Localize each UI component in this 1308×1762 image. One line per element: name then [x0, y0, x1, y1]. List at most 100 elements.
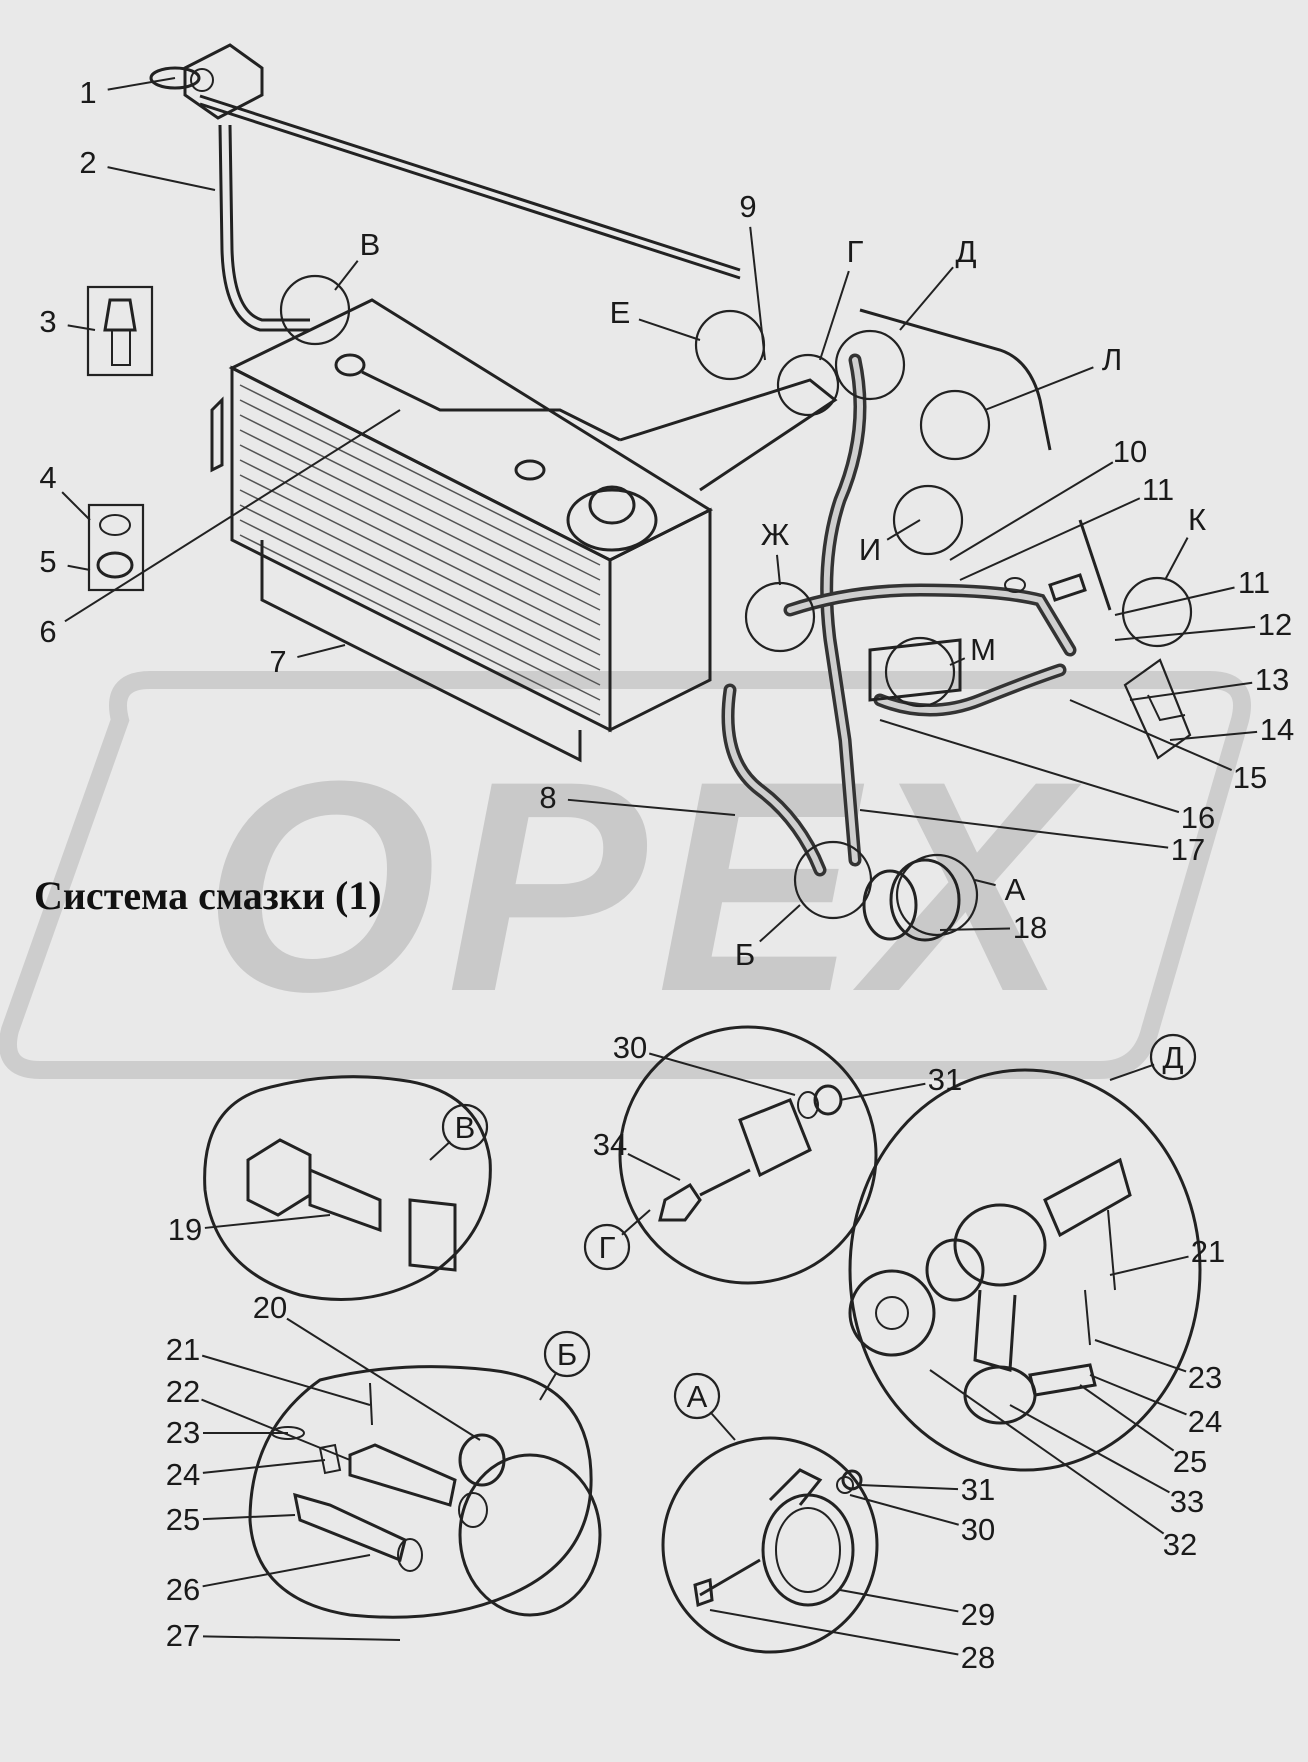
pipe-loop	[149, 66, 201, 90]
callout-circle-i	[892, 484, 964, 556]
detail-letter-circle	[543, 1330, 591, 1378]
detail-part-number: 33	[1170, 1484, 1204, 1519]
view-letter-label: И	[859, 532, 881, 567]
part-number-label: 6	[39, 614, 56, 649]
detail-a-clamp-inner	[775, 1507, 841, 1593]
detail-b-clip	[318, 1443, 342, 1475]
nut-5	[96, 551, 134, 579]
leader-line	[67, 564, 91, 571]
bolt-3	[103, 298, 137, 332]
detail-g-nut	[813, 1084, 843, 1116]
leader-line	[959, 497, 1141, 581]
detail-b-banjo	[458, 1433, 506, 1487]
leader-line	[638, 318, 701, 341]
detail-part-number: 31	[928, 1062, 962, 1097]
part-number-label: 7	[269, 644, 286, 679]
detail-a-outline	[661, 1436, 879, 1654]
leader-line	[849, 1494, 959, 1526]
detail-view-letter: Б	[557, 1337, 577, 1372]
detail-part-number: 25	[1173, 1444, 1207, 1479]
part-number-label: 15	[1233, 760, 1267, 795]
callout-circle-a	[895, 853, 979, 937]
leader-line	[107, 77, 176, 91]
leader-line	[567, 798, 736, 816]
leader-line	[879, 719, 1180, 814]
detail-part-number: 31	[961, 1472, 995, 1507]
leader-line	[286, 1317, 481, 1441]
detail-part-number: 29	[961, 1597, 995, 1632]
callout-circle-d	[834, 329, 906, 401]
part-number-label: 17	[1171, 832, 1205, 867]
tank-base	[260, 540, 582, 763]
detail-g-clamp	[738, 1098, 812, 1178]
detail-d-stem	[973, 1289, 1017, 1372]
leader-line	[202, 1459, 326, 1474]
top-pipe-inner	[199, 102, 741, 280]
detail-d-bolt	[1043, 1157, 1132, 1238]
tank-fitting	[334, 353, 366, 377]
detail-part-number: 20	[253, 1290, 287, 1325]
washer-4	[99, 514, 131, 536]
part-number-label: 4	[39, 460, 56, 495]
view-letter-label: Г	[847, 234, 864, 269]
callout-circle-zh	[744, 581, 816, 653]
leader-line	[949, 657, 966, 666]
part-number-label: 16	[1181, 800, 1215, 835]
vertical-pipe-inner	[228, 124, 310, 322]
leader-line	[67, 324, 96, 331]
leader-line	[64, 409, 401, 623]
detail-view-letter: А	[687, 1379, 708, 1414]
leader-line	[859, 809, 1169, 849]
detail-a-screw-head	[693, 1577, 714, 1608]
detail-a-nut	[841, 1469, 863, 1491]
part-number-label: 9	[739, 189, 756, 224]
leader-line	[749, 226, 766, 361]
detail-part-number: 24	[1188, 1404, 1222, 1439]
leader-line	[974, 879, 996, 887]
detail-d-cotter	[1084, 1289, 1091, 1346]
detail-v-nut	[246, 1138, 312, 1217]
detail-part-number: 23	[1188, 1360, 1222, 1395]
right-rail	[859, 308, 1052, 451]
part-number-label: 18	[1013, 910, 1047, 945]
detail-part-number: 30	[961, 1512, 995, 1547]
leader-line	[1009, 1404, 1170, 1494]
callout-circle-l	[919, 389, 991, 461]
part-number-label: 13	[1255, 662, 1289, 697]
detail-b-outline	[248, 1365, 593, 1619]
hose-lower-core	[725, 687, 823, 873]
hose-upper-core	[787, 586, 1073, 653]
m-block	[868, 638, 962, 702]
leader-line	[334, 260, 359, 291]
detail-g-bolt-shank	[699, 1168, 751, 1197]
detail-part-number: 19	[168, 1212, 202, 1247]
filler-cap-top	[588, 485, 636, 525]
right-rail-lower	[1078, 519, 1112, 611]
bracket-bolt	[190, 68, 214, 92]
part-number-label: 8	[539, 780, 556, 815]
view-letter-label: М	[970, 632, 996, 667]
callout-circle-b	[793, 840, 873, 920]
detail-letter-circle	[441, 1103, 489, 1151]
leader-line	[709, 1411, 736, 1441]
leader-line	[429, 1140, 451, 1161]
view-letter-label: В	[360, 227, 381, 262]
detail-d-hose-end	[963, 1365, 1037, 1425]
leader-line	[297, 644, 346, 659]
leader-line	[775, 554, 781, 586]
tank-top	[228, 298, 714, 562]
hose-return-core	[877, 667, 1063, 713]
detail-part-number: 30	[613, 1030, 647, 1065]
detail-part-number: 21	[166, 1332, 200, 1367]
detail-part-number: 23	[166, 1415, 200, 1450]
detail-g-outline	[618, 1025, 878, 1285]
detail-d-clip	[1028, 1363, 1097, 1397]
view-letter-label: Ж	[761, 517, 790, 552]
leader-line	[1114, 586, 1235, 616]
watermark-text: ОРЕХ	[203, 718, 1082, 1054]
part-number-label: 1	[79, 75, 96, 110]
detail-part-number: 27	[166, 1618, 200, 1653]
detail-a-clamp-ear	[768, 1468, 823, 1506]
